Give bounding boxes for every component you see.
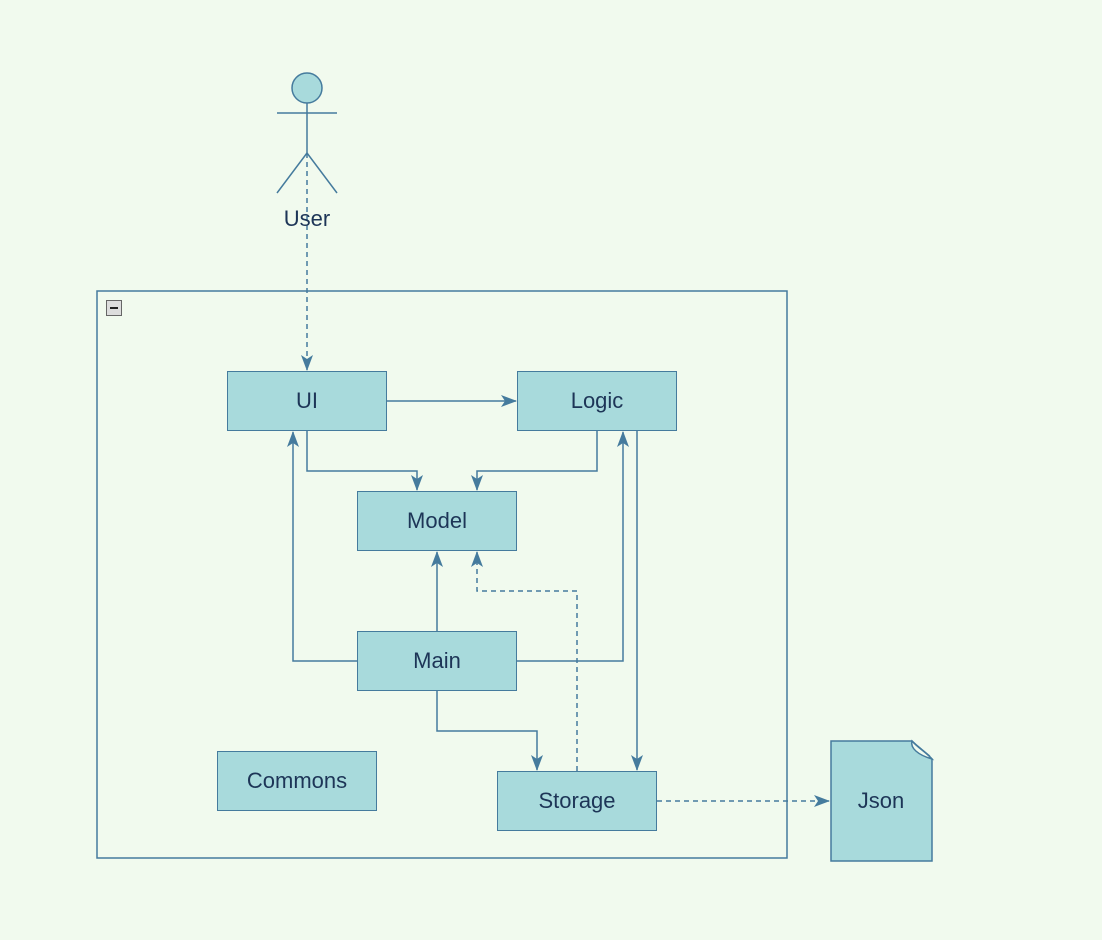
edge-ui-to-model	[306, 431, 423, 491]
app-container-frame	[96, 290, 788, 859]
commons-component[interactable]: Commons	[217, 751, 377, 811]
edge-main-to-logic	[517, 431, 629, 662]
user-actor-figure	[276, 72, 338, 194]
edge-storage-to-model	[471, 551, 578, 771]
json-file-label: Json	[857, 788, 905, 813]
model-component[interactable]: Model	[357, 491, 517, 551]
logic-component[interactable]: Logic	[517, 371, 677, 431]
collapse-minus-icon[interactable]	[106, 300, 122, 316]
json-document-shape	[830, 739, 935, 862]
storage-component[interactable]: Storage	[497, 771, 657, 831]
main-component[interactable]: Main	[357, 631, 517, 691]
edge-main-to-storage	[436, 691, 543, 771]
edge-logic-to-model	[471, 431, 598, 491]
ui-component[interactable]: UI	[227, 371, 387, 431]
user-actor-label: User	[283, 206, 331, 231]
edge-main-to-ui	[287, 431, 357, 662]
